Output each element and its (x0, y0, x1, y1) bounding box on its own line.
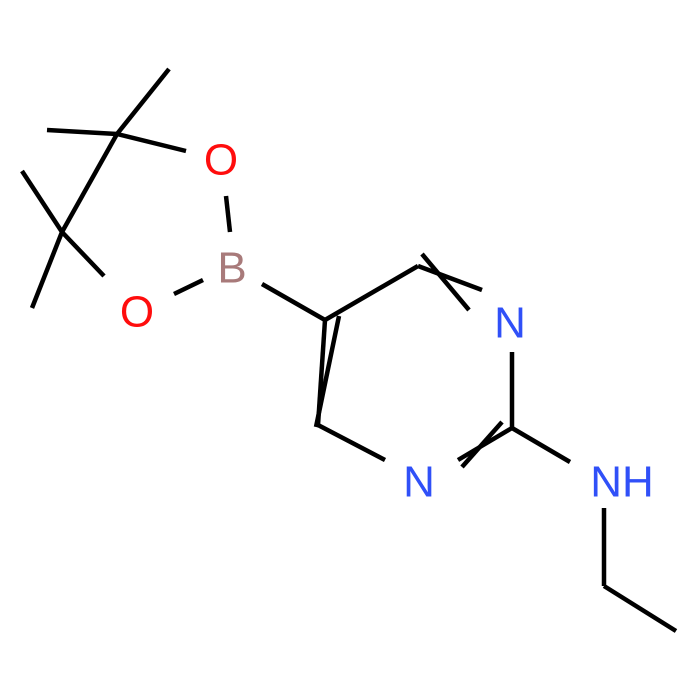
bond-ch2-ch3 (602, 584, 678, 633)
atom-o-bottom: O (120, 288, 154, 337)
bond-c2-me3 (20, 169, 64, 234)
bond-b-o2 (173, 277, 204, 297)
bond-c6-n1-double (420, 252, 471, 312)
bond-n3-c4 (316, 423, 387, 462)
bond-c2-me4 (29, 231, 65, 309)
bond-b-c5 (260, 282, 327, 322)
bond-c2-n3-double (460, 420, 504, 469)
bond-c5-c6 (323, 264, 420, 322)
bond-o2-c2 (60, 230, 106, 278)
bond-c2-nh (510, 426, 572, 464)
bond-c1-o1 (116, 131, 187, 154)
bond-c4-c5-double (313, 315, 342, 428)
bonds (20, 67, 678, 633)
atom-o-top: O (204, 136, 238, 185)
atom-b: B (217, 244, 246, 293)
atom-n-ring-bottom: N (403, 458, 435, 507)
atom-n-ring-top: N (494, 299, 526, 348)
bond-c1-me1 (115, 67, 171, 136)
bond-o1-b (223, 195, 233, 233)
bond-c6-n1 (417, 263, 483, 293)
bond-c1-me2 (46, 127, 118, 137)
atom-labels: O O B N N NH (120, 136, 654, 507)
atom-nh: NH (590, 458, 654, 507)
bond-c2-c1 (60, 132, 119, 234)
